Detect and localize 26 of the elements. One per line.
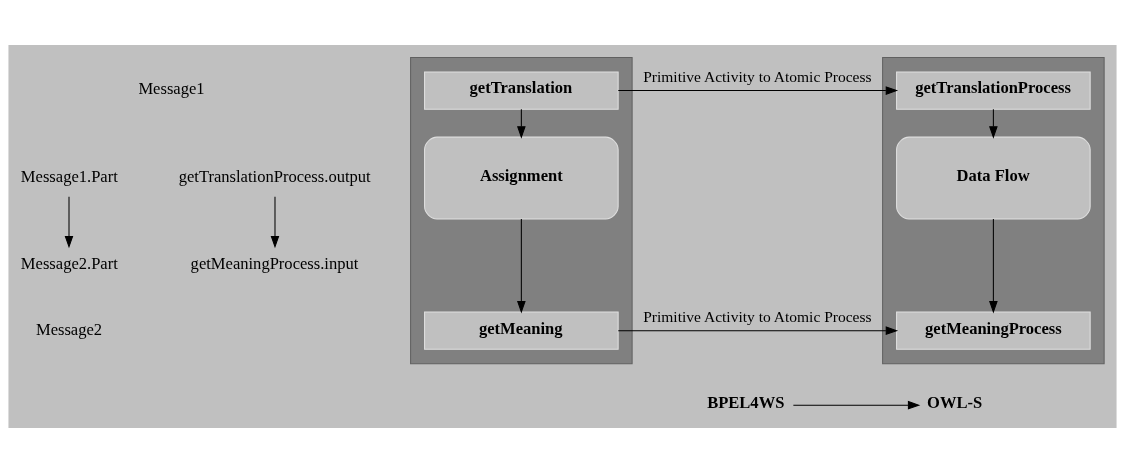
label: Message2 xyxy=(35,319,103,339)
edge-label: Primitive Activity to Atomic Process xyxy=(643,307,872,325)
arrow xyxy=(517,218,526,313)
arrow xyxy=(617,325,899,335)
node-box: Data Flow xyxy=(896,136,1091,219)
node-box: getMeaning xyxy=(424,311,619,350)
arrow xyxy=(270,195,280,248)
arrow xyxy=(617,85,899,95)
edge-label: Primitive Activity to Atomic Process xyxy=(643,67,872,85)
cluster xyxy=(410,56,633,364)
node-box: getTranslationProcess xyxy=(896,70,1091,110)
node-text: getMeaningProcess.input xyxy=(190,253,359,273)
arrow xyxy=(989,108,998,139)
arrow xyxy=(989,218,998,313)
arrow xyxy=(792,400,921,410)
node-box: Assignment xyxy=(424,136,619,219)
node-text: Message1.Part xyxy=(20,166,118,186)
node-text: OWL-S xyxy=(927,392,983,412)
node-text: Message2.Part xyxy=(20,253,118,273)
arrow xyxy=(64,195,74,248)
arrow xyxy=(517,108,526,139)
node-text: getTranslationProcess.output xyxy=(178,166,371,186)
node-text: BPEL4WS xyxy=(707,392,785,412)
node-box: getMeaningProcess xyxy=(896,311,1091,350)
label: Message1 xyxy=(138,78,205,98)
node-box: getTranslation xyxy=(424,70,619,110)
